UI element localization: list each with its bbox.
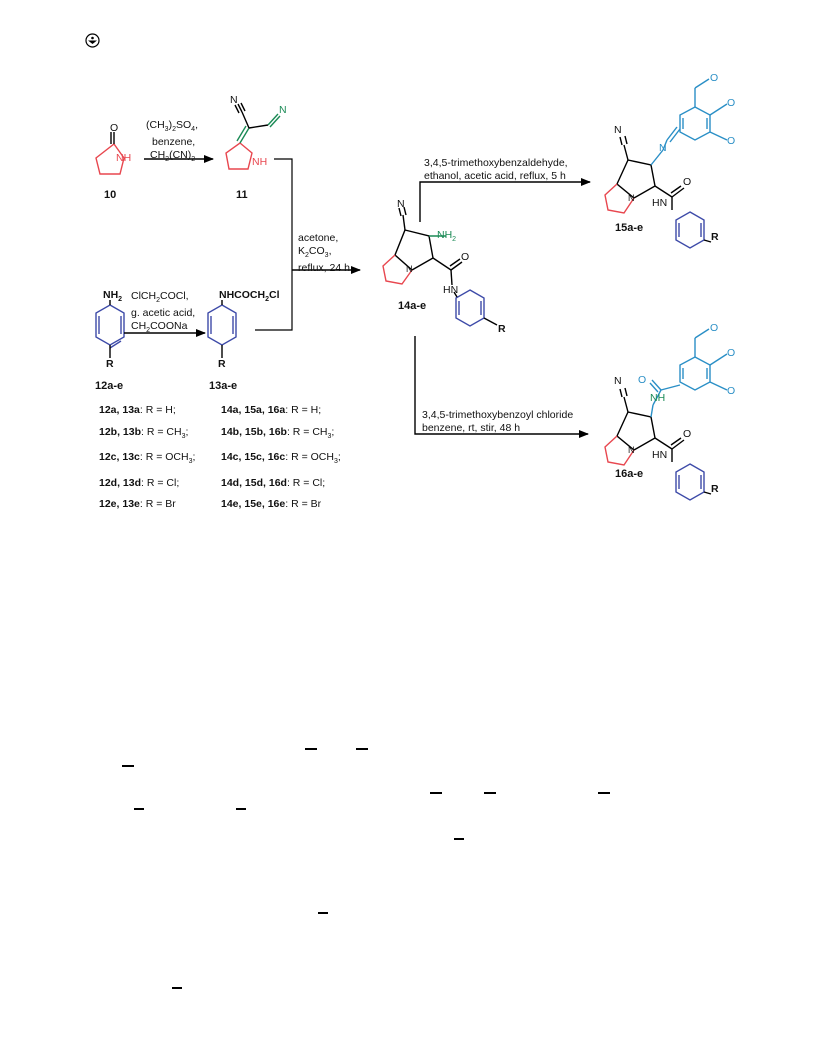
text-mark [236, 808, 246, 810]
atom-o-15: O [683, 176, 692, 188]
conditions-step4: 3,4,5-trimethoxybenzaldehyde, ethanol, a… [424, 157, 568, 182]
compound-label-10: 10 [104, 189, 117, 201]
compound-label-16: 16a-e [615, 468, 644, 480]
conditions-step5: 3,4,5-trimethoxybenzoyl chloride benzene… [422, 409, 574, 434]
atom-amide-13: NHCOCH2Cl [219, 289, 280, 304]
conditions-step1: (CH3)2SO4, benzene, CH2(CN)2 [146, 119, 198, 164]
atom-o1-16: O [710, 322, 719, 334]
conditions-step2: ClCH2COCl, g. acetic acid, CH2COONa [131, 290, 196, 335]
compound-label-12: 12a-e [95, 380, 124, 392]
atom-n-11a: N [230, 94, 238, 106]
atom-o-16: O [683, 428, 692, 440]
atom-r-14: R [498, 323, 506, 335]
atom-o-10: O [110, 122, 119, 134]
atom-r-15: R [711, 231, 719, 243]
text-mark [356, 748, 368, 750]
atom-o3-15: O [727, 135, 736, 147]
text-mark [318, 912, 328, 914]
compound-label-15: 15a-e [615, 222, 644, 234]
atom-nh-11: NH [252, 156, 268, 168]
substituent-row: 12d, 13d: R = Cl; [99, 476, 180, 489]
compound-14-structure [382, 206, 498, 327]
atom-r-13: R [218, 358, 226, 370]
atom-ringn-15: N [628, 193, 635, 203]
compound-16-structure [604, 328, 728, 501]
substituent-row: 12e, 13e: R = Br [99, 498, 176, 511]
substituent-row: 14b, 15b, 16b: R = CH3; [221, 425, 335, 440]
text-mark [454, 838, 464, 840]
conditions-step3: acetone, K2CO3, reflux, 24 h [298, 232, 350, 275]
substituent-row: 12b, 13b: R = CH3; [99, 425, 189, 440]
substituent-row: 14d, 15d, 16d: R = Cl; [221, 476, 326, 489]
atom-o-14: O [461, 251, 470, 263]
text-mark [305, 748, 317, 750]
atom-r-12: R [106, 358, 114, 370]
text-mark [598, 792, 610, 794]
text-mark [484, 792, 496, 794]
compound-15-structure [604, 78, 728, 249]
substituent-row: 14a, 15a, 16a: R = H; [221, 404, 322, 416]
compound-label-11: 11 [236, 189, 248, 201]
substituent-table-right: 14a, 15a, 16a: R = H; 14b, 15b, 16b: R =… [221, 400, 341, 516]
atom-ringn-16: N [628, 445, 635, 455]
substituent-row: 12a, 13a: R = H; [99, 404, 176, 416]
substituent-row: 12c, 13c: R = OCH3; [99, 451, 196, 466]
text-mark [430, 792, 442, 794]
compound-12-structure [95, 300, 125, 358]
atom-n-15: N [614, 124, 622, 136]
atom-ringn-14: N [406, 264, 413, 274]
atom-nh2-12: NH2 [103, 289, 123, 304]
atom-hn-16: HN [652, 449, 668, 461]
atom-r-16: R [711, 483, 719, 495]
atom-o2-16: O [727, 347, 736, 359]
compound-13-structure [207, 300, 237, 358]
compound-10-structure [95, 132, 125, 175]
atom-o1-15: O [710, 72, 719, 84]
journal-logo-icon [85, 33, 100, 48]
compound-label-14: 14a-e [398, 300, 427, 312]
substituent-row: 14e, 15e, 16e: R = Br [221, 498, 322, 511]
atom-n-16: N [614, 375, 622, 387]
text-mark [172, 987, 182, 989]
atom-nh2-14: NH2 [437, 229, 457, 244]
atom-hn-14: HN [443, 284, 459, 296]
atom-o-carbonyl-16: O [638, 374, 647, 386]
atom-imine-n-15: N [659, 142, 667, 154]
substituent-row: 14c, 15c, 16c: R = OCH3; [221, 451, 341, 466]
atom-o2-15: O [727, 97, 736, 109]
atom-n-11b: N [279, 104, 287, 116]
compound-11-structure [225, 102, 281, 170]
atom-n-14: N [397, 198, 405, 210]
text-mark [122, 765, 134, 767]
text-mark [134, 808, 144, 810]
compound-label-13: 13a-e [209, 380, 238, 392]
atom-nh-10: NH [116, 152, 132, 164]
substituent-table-left: 12a, 13a: R = H; 12b, 13b: R = CH3; 12c,… [99, 400, 195, 516]
atom-o3-16: O [727, 385, 736, 397]
atom-hn-15: HN [652, 197, 668, 209]
atom-nh-16: NH [650, 392, 666, 404]
